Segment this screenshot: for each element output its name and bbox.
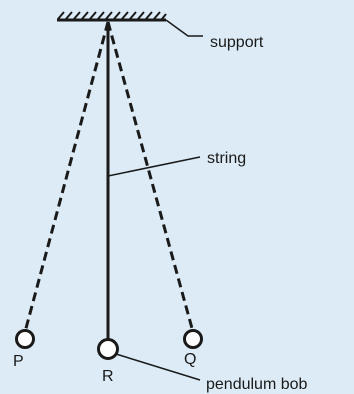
string-to-p (23, 21, 110, 333)
support-hatching (57, 11, 167, 20)
position-q-label: Q (184, 351, 196, 368)
position-p-label: P (13, 353, 24, 370)
support-leader-line (165, 19, 203, 37)
bob-r (97, 338, 119, 360)
string-leader-line (107, 156, 201, 177)
string-label: string (207, 150, 246, 167)
support-label: support (210, 34, 264, 51)
position-r-label: R (102, 368, 114, 385)
bob-leader-line (115, 353, 201, 381)
bob-q (183, 329, 203, 349)
string-to-q (106, 21, 195, 333)
bob-p (15, 329, 35, 349)
pendulum-bob-label: pendulum bob (206, 376, 308, 393)
support-bar (57, 11, 167, 22)
